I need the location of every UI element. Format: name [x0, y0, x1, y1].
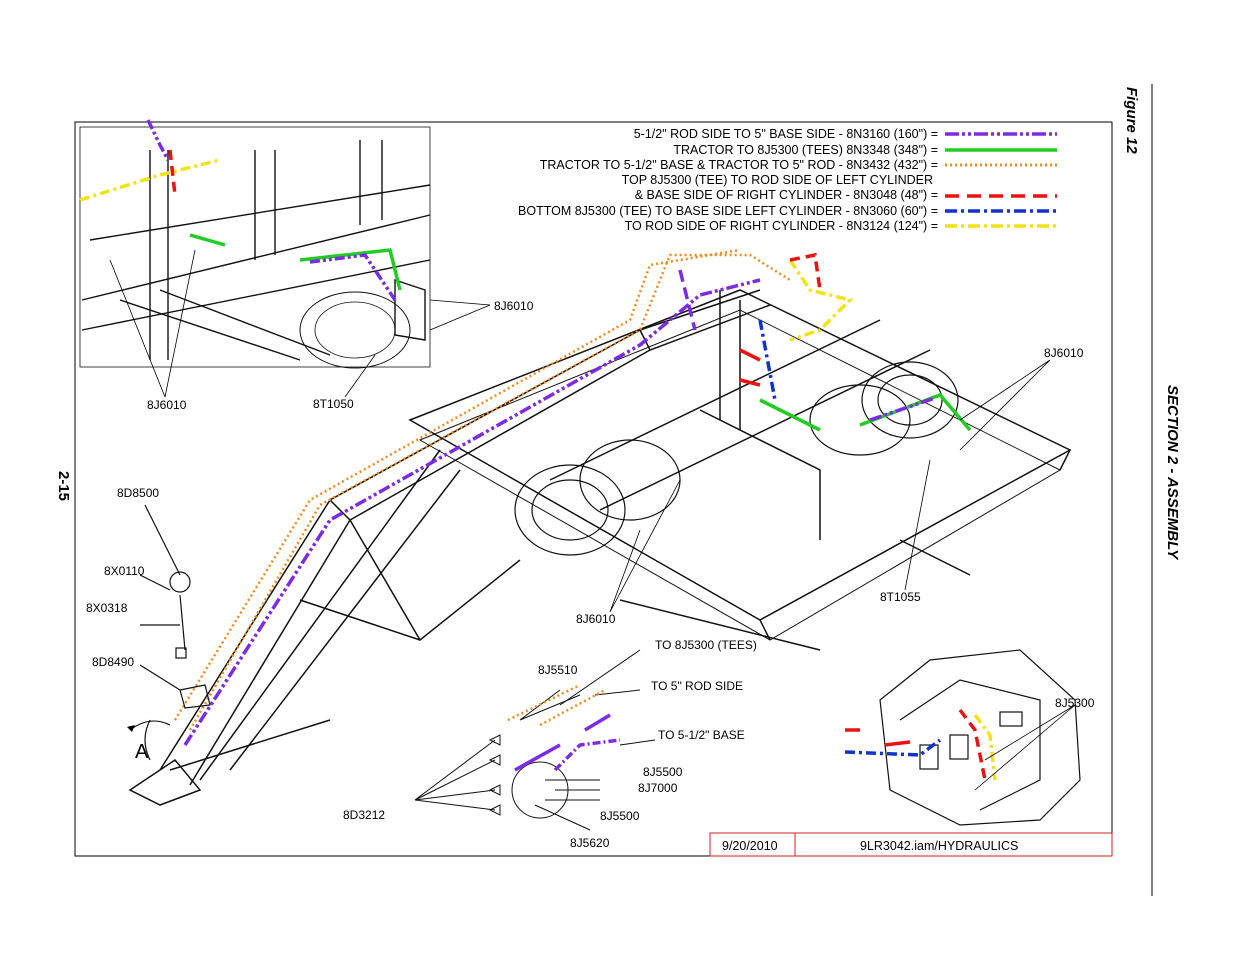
left-parts [139, 504, 211, 761]
label-8d3212: 8D3212 [343, 808, 386, 822]
label-8j7000: 8J7000 [638, 781, 678, 795]
legend-item-4: TOP 8J5300 (TEE) TO ROD SIDE OF LEFT CYL… [621, 173, 933, 187]
label-8j5300: 8J5300 [1055, 696, 1095, 710]
label-8x0318: 8X0318 [86, 601, 128, 615]
label-8t1055: 8T1055 [880, 590, 921, 604]
title-block-file: 9LR3042.iam/HYDRAULICS [860, 839, 1019, 853]
label-8j6010-inset-left: 8J6010 [147, 398, 187, 412]
label-8t1050: 8T1050 [313, 397, 354, 411]
figure-title: Figure 12 [1123, 87, 1140, 154]
legend-item-1: 5-1/2" ROD SIDE TO 5" BASE SIDE - 8N3160… [633, 127, 938, 141]
legend-item-7: TO ROD SIDE OF RIGHT CYLINDER - 8N3124 (… [624, 219, 938, 233]
label-8x0110: 8X0110 [104, 564, 145, 578]
legend-item-3: TRACTOR TO 5-1/2" BASE & TRACTOR TO 5" R… [539, 158, 938, 172]
legend-item-5: & BASE SIDE OF RIGHT CYLINDER - 8N3048 (… [634, 188, 938, 202]
label-8j5620: 8J5620 [570, 836, 610, 850]
label-to-5-1-2-base: TO 5-1/2" BASE [658, 728, 745, 742]
legend-item-2: TRACTOR TO 8J5300 (TEES) 8N3348 (348") = [673, 143, 938, 157]
tee-detail [879, 649, 1081, 826]
label-8d8500: 8D8500 [117, 486, 160, 500]
legend-swatches [945, 132, 1057, 228]
page-number: 2-15 [55, 471, 72, 502]
wheels [514, 361, 959, 556]
label-8j6010-right: 8J6010 [1044, 346, 1084, 360]
inset-detail-top [79, 126, 431, 369]
label-8j6010-inset-right: 8J6010 [494, 299, 534, 313]
label-to-5-rod-side: TO 5" ROD SIDE [651, 679, 744, 693]
label-8j5500-top: 8J5500 [643, 765, 683, 779]
drawing-frame [74, 121, 1113, 857]
fitting-detail [414, 649, 656, 831]
label-8j6010-bottom: 8J6010 [576, 612, 616, 626]
legend-item-6: BOTTOM 8J5300 (TEE) TO BASE SIDE LEFT CY… [518, 204, 938, 218]
title-block-date: 9/20/2010 [722, 839, 778, 853]
label-8j5500-bottom: 8J5500 [600, 809, 640, 823]
label-8d8490: 8D8490 [92, 655, 135, 669]
machine-frame [128, 289, 1072, 806]
label-8j5510: 8J5510 [538, 663, 578, 677]
label-view-a: A [135, 741, 149, 763]
title-block [709, 832, 1113, 857]
section-title: SECTION 2 - ASSEMBLY [1164, 385, 1181, 560]
label-to-tees: TO 8J5300 (TEES) [655, 638, 757, 652]
